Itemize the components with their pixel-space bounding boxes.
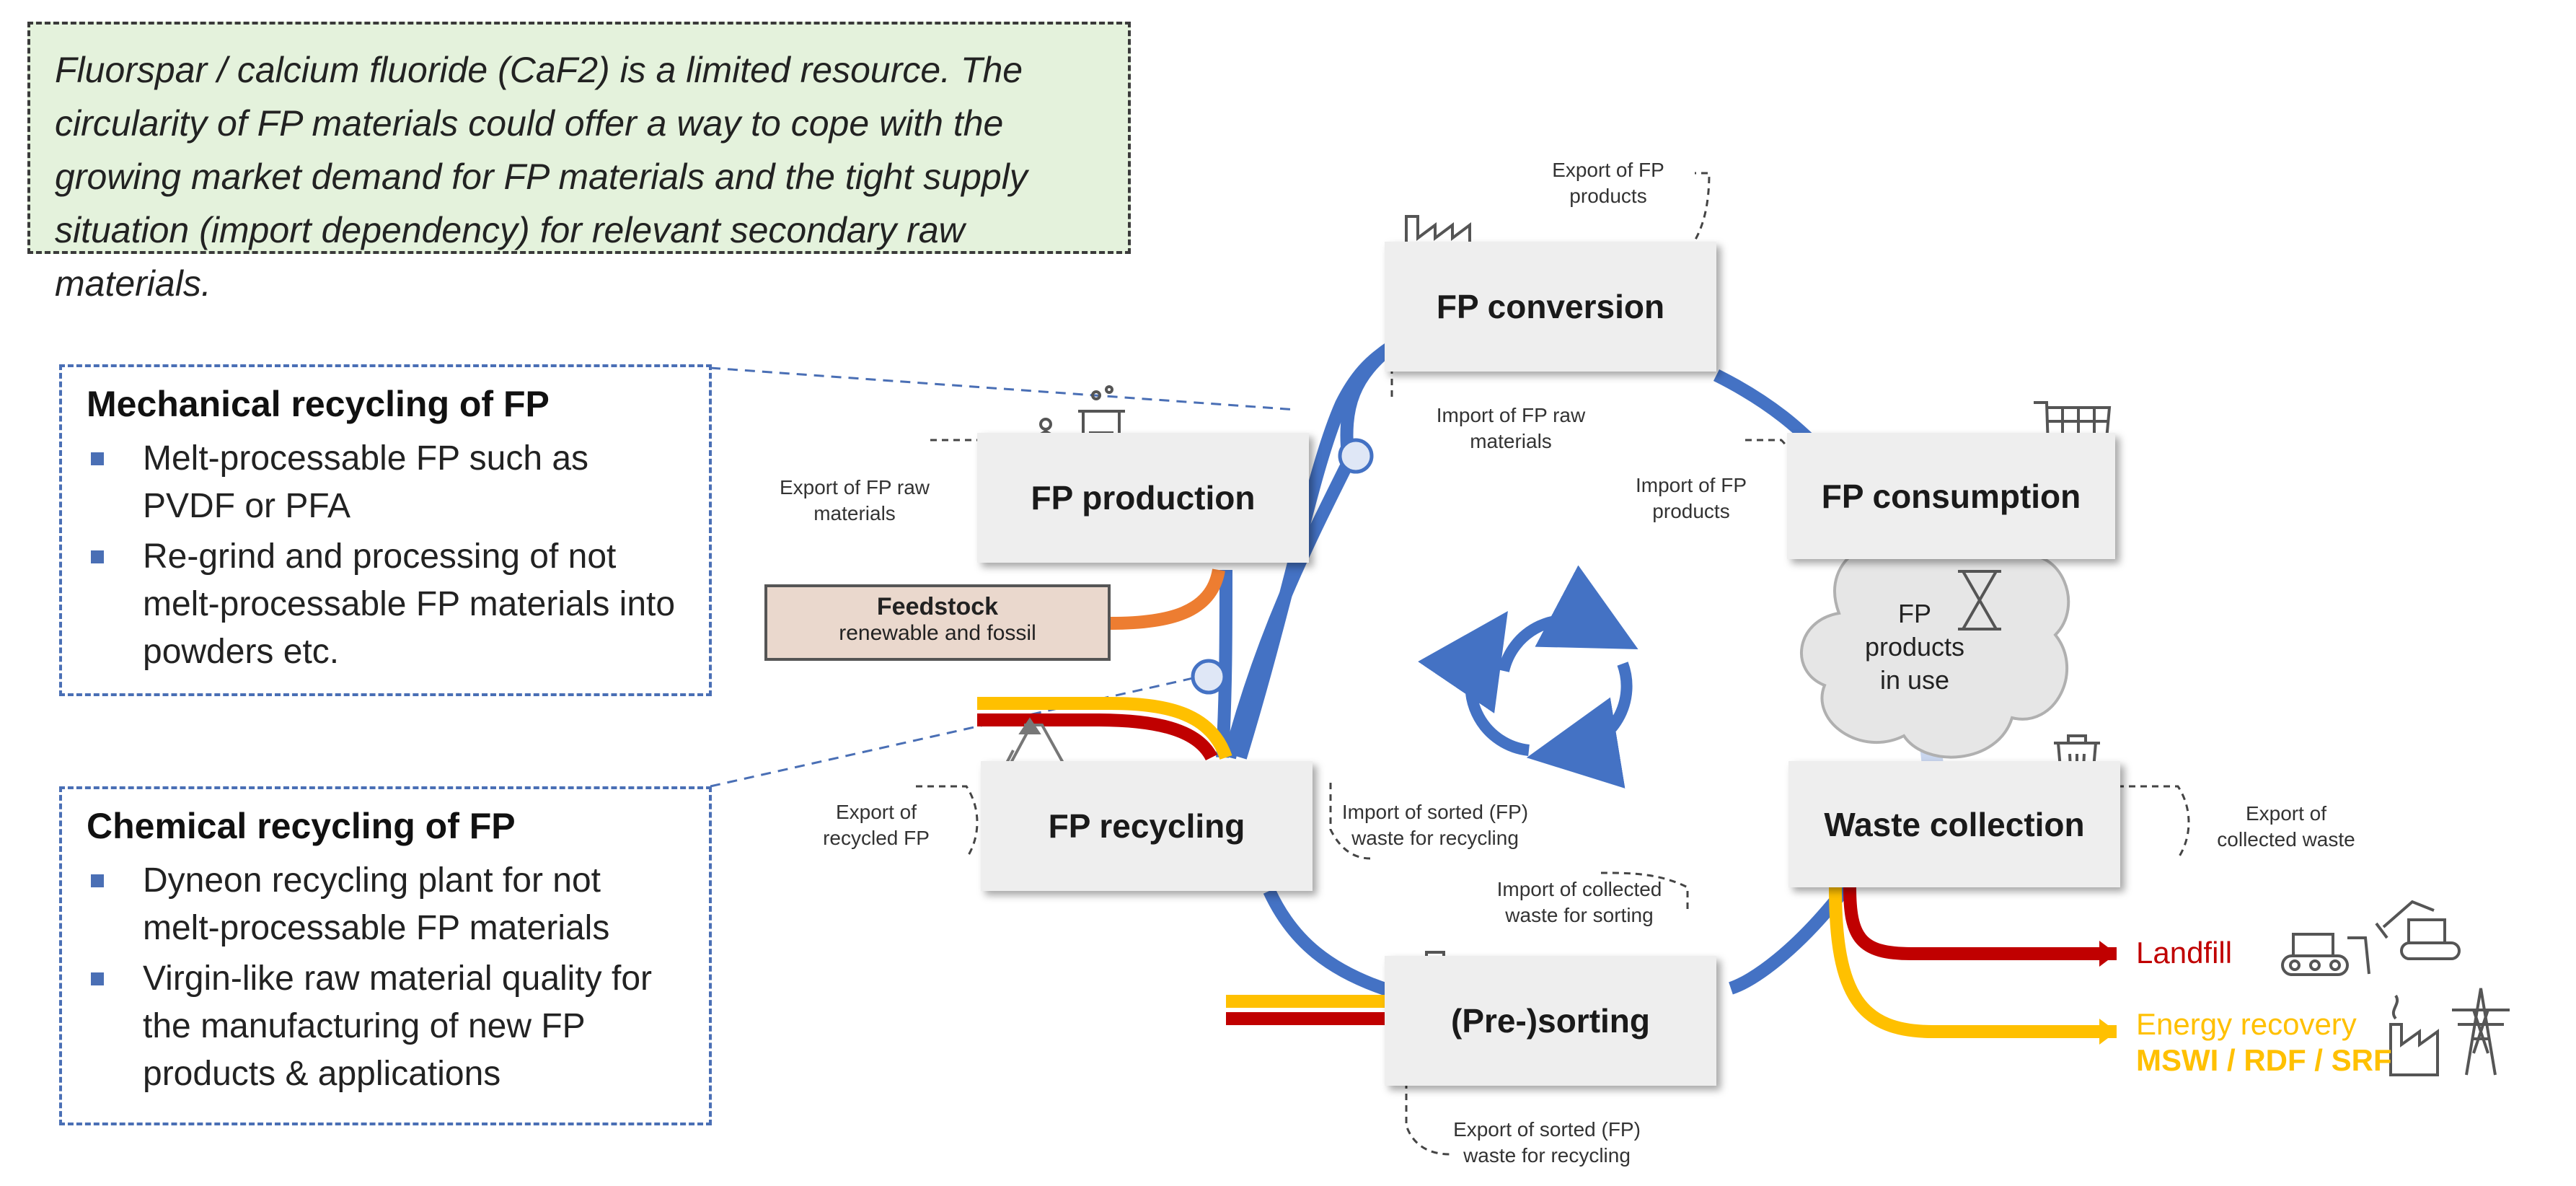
flow-waste-landfill: [1843, 887, 2117, 960]
feedstock-title: Feedstock: [876, 593, 999, 620]
mechanical-recycling-panel: Mechanical recycling of FP Melt-processa…: [59, 364, 712, 696]
flow-waste-energy: [1829, 887, 2117, 1038]
intro-textbox: Fluorspar / calcium fluoride (CaF2) is a…: [27, 22, 1131, 304]
excavator-icon: [2375, 900, 2461, 960]
flow-recycling-to-conversion: [1234, 341, 1396, 760]
chemical-recycling-panel: Chemical recycling of FP Dyneon recyclin…: [59, 786, 712, 1125]
cycle-arrows-icon: [1418, 565, 1638, 789]
intro-text: Fluorspar / calcium fluoride (CaF2) is a…: [55, 50, 1028, 304]
arrow-export-sorted: [1405, 1082, 1450, 1156]
bullet-icon: [91, 874, 104, 887]
junction-upper: [1338, 438, 1374, 474]
flow-recycling-landfill: [977, 713, 1218, 761]
mechanical-title: Mechanical recycling of FP: [87, 384, 550, 424]
chemical-item: Dyneon recycling plant for not melt-proc…: [87, 857, 684, 952]
arrow-import-sorted: [1329, 783, 1371, 860]
note-export-sorted: Export of sorted (FP)waste for recycling: [1453, 1118, 1641, 1167]
callout-line-mechanical: [710, 366, 1297, 411]
arrow-energy: [2099, 1019, 2117, 1045]
note-import-sorted: Import of sorted (FP)waste for recycling: [1341, 801, 1529, 849]
bulldozer-icon: [2281, 933, 2370, 976]
label-energy-recovery: Energy recovery: [2136, 1007, 2357, 1041]
mechanical-item: Re-grind and processing of not melt-proc…: [87, 533, 684, 676]
power-pylon-icon: [2452, 988, 2510, 1076]
arrow-landfill: [2099, 941, 2117, 967]
flow-waste-to-sorting: [1728, 883, 1852, 995]
chemical-item: Virgin-like raw material quality for the…: [87, 955, 684, 1098]
label-energy-types: MSWI / RDF / SRF: [2136, 1043, 2392, 1077]
cloud-label: FP products in use: [1864, 599, 1965, 695]
hourglass-icon: [1958, 570, 2001, 631]
bullet-icon: [91, 452, 104, 465]
flow-sorting-to-recycling: [1263, 888, 1408, 1002]
stage-fp-recycling: FP recycling: [981, 761, 1313, 891]
label-landfill: Landfill: [2136, 936, 2233, 970]
arrow-export-recycled: [916, 785, 979, 859]
feedstock-subtitle: renewable and fossil: [839, 621, 1036, 645]
stage-fp-conversion: FP conversion: [1385, 242, 1716, 372]
flow-production-to-recycling: [1216, 569, 1232, 758]
bullet-icon: [91, 550, 104, 563]
stage-waste-collection: Waste collection: [1788, 761, 2120, 887]
power-plant-icon: [2389, 994, 2439, 1076]
stage-pre-sorting: (Pre-)sorting: [1385, 956, 1716, 1086]
bullet-icon: [91, 972, 104, 985]
mechanical-item: Melt-processable FP such as PVDF or PFA: [87, 435, 684, 530]
callout-line-chemical: [710, 671, 1219, 788]
flow-recycling-energy: [977, 697, 1232, 760]
feedstock-box: Feedstock renewable and fossil: [764, 584, 1111, 661]
arrow-export-collected: [2048, 785, 2190, 859]
arrow-import-collected: [1600, 871, 1689, 909]
flow-feedstock: [1110, 568, 1225, 630]
junction-lower: [1191, 659, 1227, 695]
stage-fp-production: FP production: [977, 433, 1309, 563]
stage-fp-consumption: FP consumption: [1787, 433, 2115, 559]
chemical-title: Chemical recycling of FP: [87, 806, 516, 846]
